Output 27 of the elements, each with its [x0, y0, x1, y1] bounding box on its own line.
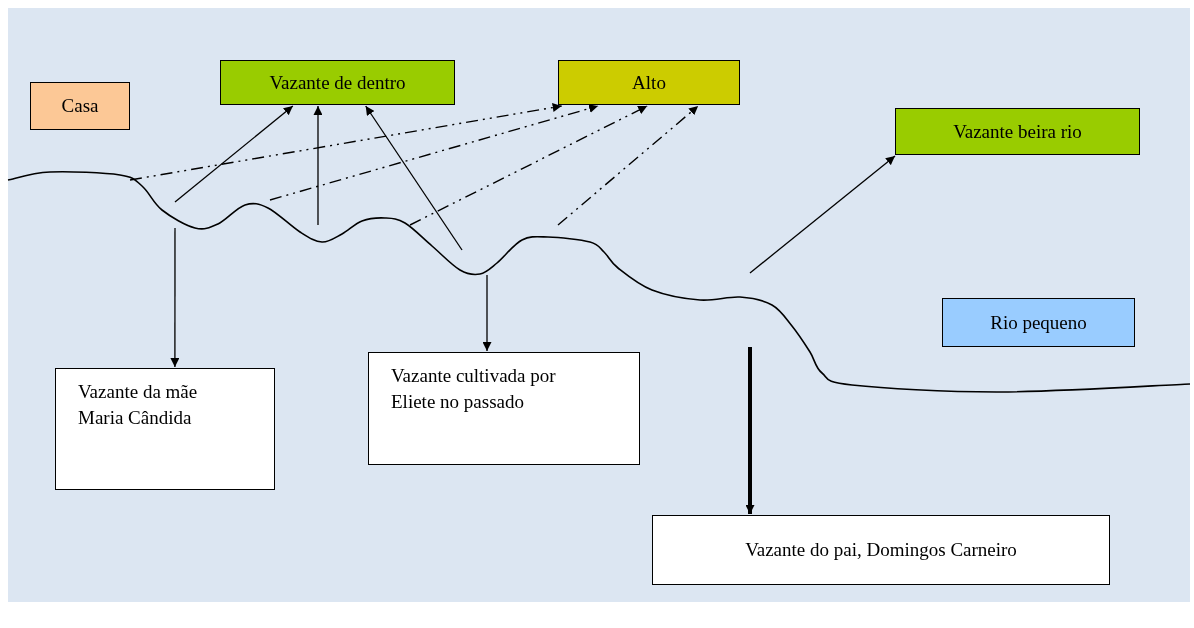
arrow [269, 104, 599, 201]
arrow [174, 105, 294, 203]
arrow [409, 105, 648, 226]
label-box [220, 60, 455, 105]
arrow [129, 103, 563, 181]
box-label: Vazante da mãe Maria Cândida [78, 380, 199, 430]
box-label: Vazante beira rio [953, 119, 1082, 144]
box-label: Vazante de dentro [269, 70, 406, 95]
label-box [652, 515, 1110, 585]
box-label: Alto [632, 70, 666, 95]
label-box [942, 298, 1135, 347]
arrow [557, 105, 699, 226]
label-box [368, 352, 640, 465]
box-label: Vazante do pai, Domingos Carneiro [745, 538, 1017, 563]
arrow [482, 274, 492, 352]
box-label: Vazante cultivada por Eliete no passado [391, 364, 557, 414]
box-label: Casa [61, 94, 99, 119]
box-label: Rio pequeno [990, 310, 1087, 335]
arrow [365, 105, 463, 251]
label-box [558, 60, 740, 105]
arrow [313, 105, 323, 226]
arrow [170, 227, 180, 368]
arrow [745, 347, 755, 514]
label-box [895, 108, 1140, 155]
label-box [30, 82, 130, 130]
arrow [749, 155, 896, 274]
label-box [55, 368, 275, 490]
